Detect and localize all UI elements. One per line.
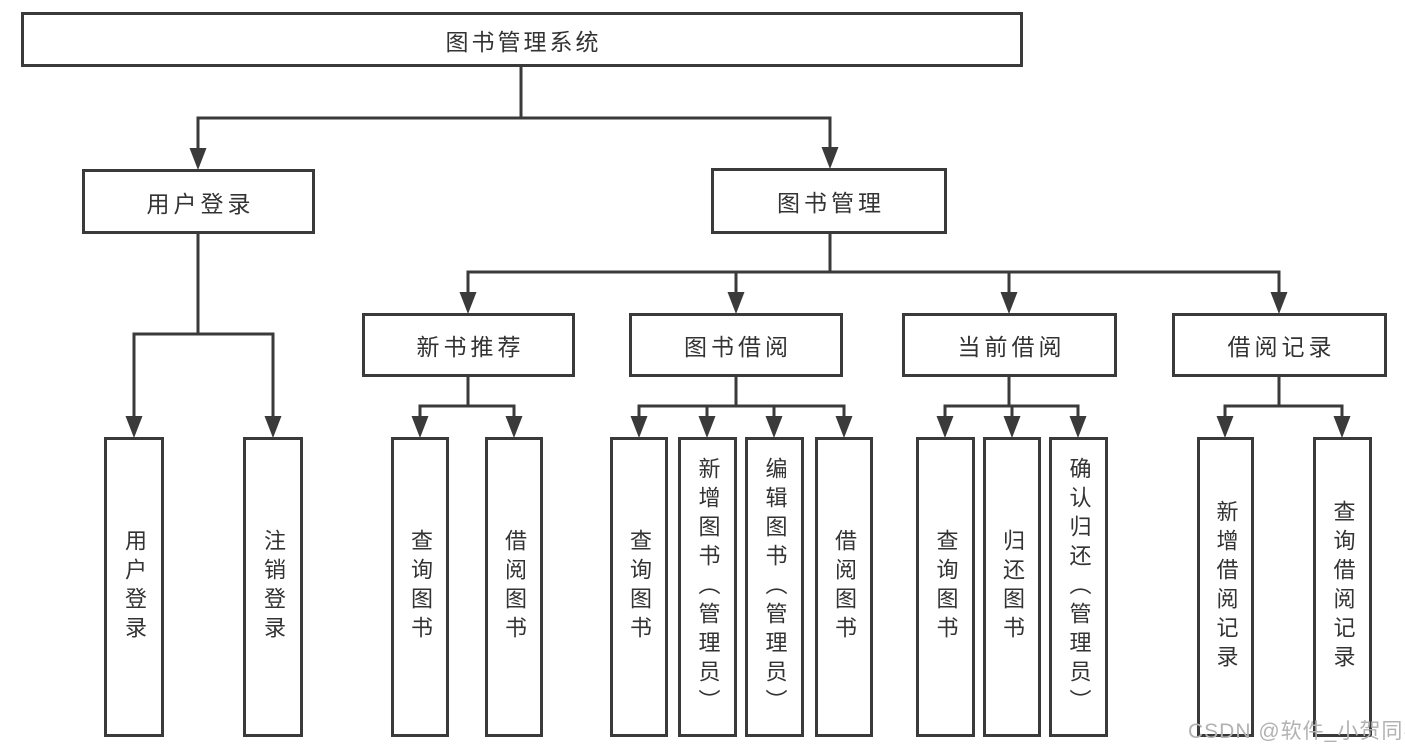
- leaf-borrow-books-2: 借阅图书: [815, 437, 873, 737]
- connector-bookborrow-to-leaves: [630, 377, 853, 438]
- node-user-login-label: 用户登录: [146, 190, 255, 217]
- node-borrow-records: 借阅记录: [1172, 313, 1387, 377]
- leaf-query-books-1: 查询图书: [391, 437, 449, 737]
- leaf-add-borrow-record-label: 新增借阅记录: [1213, 500, 1239, 674]
- connector-root-to-level2: [189, 67, 839, 170]
- connector-currentborrow-to-leaves: [936, 377, 1087, 438]
- leaf-borrow-books-2-label: 借阅图书: [832, 529, 857, 645]
- leaf-return-books-label: 归还图书: [1000, 529, 1025, 645]
- node-book-management-label: 图书管理: [777, 190, 885, 216]
- leaf-query-books-2-label: 查询图书: [627, 529, 652, 645]
- node-borrow-records-label: 借阅记录: [1227, 334, 1336, 360]
- connector-newbookrec-to-leaves: [411, 377, 523, 438]
- node-book-borrow: 图书借阅: [629, 313, 843, 377]
- leaf-query-books-3-label: 查询图书: [933, 529, 959, 645]
- node-book-management: 图书管理: [711, 168, 947, 234]
- leaf-query-books-3: 查询图书: [916, 437, 975, 737]
- node-book-borrow-label: 图书借阅: [684, 334, 792, 360]
- node-user-login: 用户登录: [82, 169, 315, 234]
- connector-borrowrecords-to-leaves: [1216, 377, 1351, 438]
- connector-bookmgmt-to-level3: [459, 234, 1288, 314]
- leaf-edit-books-admin-label: 编辑图书（管理员）: [762, 456, 788, 718]
- node-current-borrow-label: 当前借阅: [957, 334, 1066, 360]
- node-new-book-recommend-label: 新书推荐: [416, 334, 525, 360]
- leaf-add-books-admin-label: 新增图书（管理员）: [695, 456, 721, 718]
- node-root: 图书管理系统: [21, 12, 1023, 67]
- leaf-query-books-2: 查询图书: [610, 437, 668, 737]
- leaf-confirm-return-admin: 确认归还（管理员）: [1049, 437, 1108, 737]
- leaf-add-books-admin: 新增图书（管理员）: [678, 437, 737, 737]
- leaf-return-books: 归还图书: [983, 437, 1041, 737]
- node-current-borrow: 当前借阅: [902, 313, 1117, 377]
- leaf-confirm-return-admin-label: 确认归还（管理员）: [1066, 456, 1092, 718]
- connector-userlogin-to-leaves: [125, 234, 282, 438]
- leaf-user-login-label: 用户登录: [122, 529, 147, 645]
- leaf-logout-label: 注销登录: [261, 529, 286, 645]
- leaf-logout: 注销登录: [243, 437, 303, 737]
- leaf-query-books-1-label: 查询图书: [408, 529, 433, 645]
- node-new-book-recommend: 新书推荐: [362, 313, 575, 377]
- leaf-query-borrow-record: 查询借阅记录: [1313, 437, 1372, 737]
- csdn-watermark: CSDN @软件_小贺同学: [1188, 720, 1405, 743]
- leaf-user-login: 用户登录: [104, 437, 164, 737]
- leaf-query-borrow-record-label: 查询借阅记录: [1330, 500, 1356, 674]
- leaf-add-borrow-record: 新增借阅记录: [1197, 437, 1254, 737]
- node-root-label: 图书管理系统: [445, 28, 602, 55]
- leaf-borrow-books-1-label: 借阅图书: [502, 529, 527, 645]
- leaf-edit-books-admin: 编辑图书（管理员）: [745, 437, 804, 737]
- leaf-borrow-books-1: 借阅图书: [485, 437, 543, 737]
